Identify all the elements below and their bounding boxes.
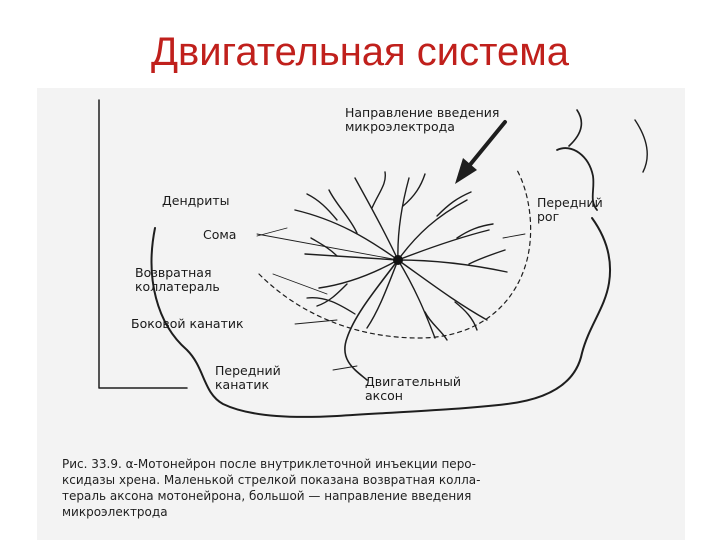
label-recurrent-collateral: Возвратная коллатераль <box>135 265 220 294</box>
slide-title: Двигательная система <box>150 30 570 74</box>
electrode-arrow-head <box>455 158 477 184</box>
dendrite-tree <box>294 171 508 341</box>
soma-body <box>393 255 403 265</box>
electrode-arrow-shaft <box>467 120 507 168</box>
recurrent-collateral <box>306 297 356 315</box>
label-electrode-direction: Направление введения микроэлектрода <box>345 105 500 134</box>
midline-contour <box>568 109 583 147</box>
motoneuron-figure: Направление введения микроэлектрода Денд… <box>37 88 685 540</box>
label-soma: Сома <box>203 227 237 242</box>
label-motor-axon: Двигательный аксон <box>365 374 461 403</box>
anterior-horn-edge <box>556 147 598 211</box>
leader-lines <box>256 227 526 371</box>
label-dendrites: Дендриты <box>162 193 230 208</box>
figure-caption: Рис. 33.9. α-Мотонейрон после внутриклет… <box>62 457 481 519</box>
figure-frame-line <box>98 99 188 389</box>
spinal-cord-outline <box>150 217 611 418</box>
label-anterior-horn: Передний рог <box>537 195 603 224</box>
gray-matter-boundary <box>258 169 532 339</box>
motoneuron-diagram <box>98 99 648 418</box>
label-anterior-funiculus: Передний канатик <box>215 363 281 392</box>
label-lateral-funiculus: Боковой канатик <box>131 316 244 331</box>
right-contour <box>634 119 648 173</box>
motor-axon <box>344 259 399 381</box>
